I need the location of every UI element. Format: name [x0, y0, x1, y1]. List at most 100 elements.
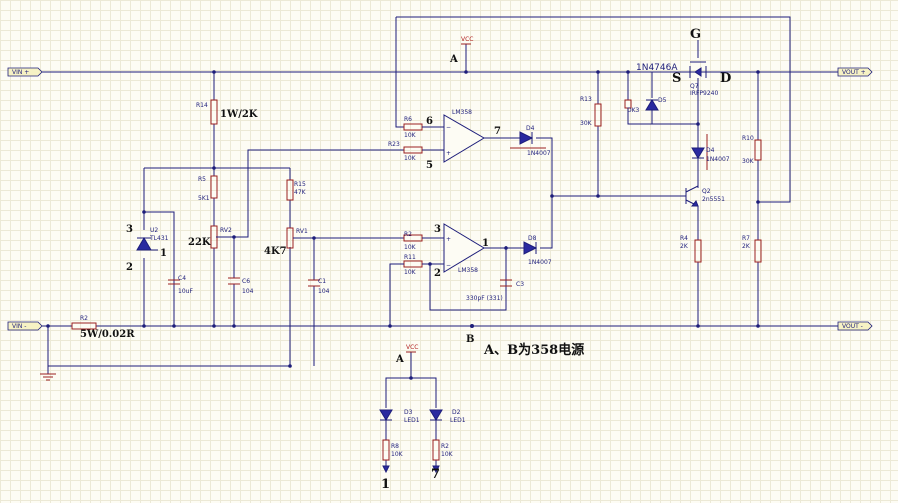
port-vout-minus-label: VOUT -	[842, 323, 863, 330]
svg-text:4K7: 4K7	[264, 246, 287, 257]
svg-text:104: 104	[318, 288, 330, 295]
svg-text:DK3: DK3	[627, 107, 640, 114]
opamp-upper-lm358: − + LM358 6 5 7	[426, 109, 501, 171]
svg-text:R14: R14	[196, 102, 208, 109]
resistor-r5: R5 5K1	[198, 175, 218, 202]
svg-text:TL431: TL431	[149, 235, 169, 242]
svg-text:1N4007: 1N4007	[706, 156, 730, 163]
diode-d4-upper: D4 1N4007	[510, 125, 551, 157]
svg-text:3: 3	[434, 224, 441, 235]
svg-text:2: 2	[434, 268, 441, 279]
svg-text:104: 104	[242, 288, 254, 295]
diode-d8: D8 1N4007	[523, 235, 552, 266]
port-vin-minus: VIN -	[7, 321, 43, 331]
resistor-r15: R15 47K	[286, 179, 307, 201]
node-a-label: A	[449, 54, 458, 65]
regulator-u2-tl431: U2 TL431 3 2 1	[126, 224, 169, 273]
svg-text:Q7: Q7	[690, 83, 699, 90]
port-vout-plus: VOUT +	[837, 67, 873, 77]
svg-text:LM358: LM358	[458, 267, 478, 274]
svg-text:2n5551: 2n5551	[702, 196, 725, 203]
svg-text:R2: R2	[404, 231, 412, 238]
pin-d-label: D	[720, 71, 731, 86]
node-b-label: B	[466, 334, 474, 345]
svg-text:1N4007: 1N4007	[527, 150, 551, 157]
opamp-lower-lm358: + − LM358 3 2 1	[434, 223, 489, 279]
svg-text:C1: C1	[318, 278, 326, 285]
port-vout-plus-label: VOUT +	[842, 69, 866, 76]
svg-text:R2: R2	[441, 443, 449, 450]
svg-text:5K1: 5K1	[198, 195, 210, 202]
resistor-r14: R14 1W/2K	[196, 99, 258, 125]
mosfet-q7: G S D Q7 IRFP9240	[672, 27, 731, 97]
svg-text:LM358: LM358	[452, 109, 472, 116]
svg-text:D5: D5	[658, 97, 667, 104]
svg-text:2: 2	[126, 262, 133, 273]
svg-text:RV2: RV2	[220, 227, 232, 234]
svg-text:C3: C3	[516, 281, 524, 288]
svg-text:D4: D4	[526, 125, 535, 132]
transistor-q2: Q2 2n5551	[685, 185, 725, 207]
svg-text:30K: 30K	[580, 120, 593, 127]
port-vin-minus-label: VIN -	[12, 323, 26, 330]
svg-text:C4: C4	[178, 275, 186, 282]
svg-text:R8: R8	[391, 443, 399, 450]
svg-text:1N4007: 1N4007	[528, 259, 552, 266]
node-b: B	[466, 324, 474, 345]
svg-text:47K: 47K	[294, 189, 307, 196]
svg-text:10K: 10K	[441, 451, 454, 458]
resistor-r2-led: R2 10K	[432, 439, 454, 461]
resistor-r10: R10 30K	[742, 135, 762, 165]
svg-text:R11: R11	[404, 254, 416, 261]
svg-text:5W/0.02R: 5W/0.02R	[80, 329, 135, 340]
resistor-r13: R13 30K	[580, 96, 602, 127]
svg-text:+: +	[446, 150, 451, 157]
svg-text:3: 3	[126, 224, 133, 235]
svg-text:5: 5	[426, 160, 433, 171]
svg-text:7: 7	[494, 126, 501, 137]
capacitor-c6: C6 104	[228, 277, 254, 295]
svg-text:C6: C6	[242, 278, 250, 285]
resistor-r2-shunt: R2 5W/0.02R	[71, 315, 135, 340]
svg-text:D4: D4	[706, 147, 715, 154]
pin-s-label: S	[672, 71, 681, 86]
svg-text:1: 1	[482, 238, 489, 249]
zener-dk3: DK3	[624, 99, 640, 114]
svg-text:R5: R5	[198, 176, 206, 183]
resistor-r11: R11 10K	[403, 254, 423, 276]
capacitor-c1: C1 104	[308, 278, 330, 295]
svg-text:LED1: LED1	[450, 417, 466, 424]
svg-text:Q2: Q2	[702, 188, 711, 195]
svg-text:7: 7	[431, 467, 440, 482]
svg-text:U2: U2	[150, 227, 158, 234]
svg-text:10K: 10K	[404, 132, 417, 139]
vcc-label: VCC	[461, 36, 473, 43]
diode-d4-lower: D4 1N4007	[691, 134, 730, 170]
svg-text:R13: R13	[580, 96, 592, 103]
tl431-wire	[143, 167, 214, 326]
svg-text:−: −	[446, 262, 451, 269]
svg-text:2K: 2K	[680, 243, 689, 250]
svg-text:10K: 10K	[404, 269, 417, 276]
svg-text:10uF: 10uF	[178, 288, 193, 295]
svg-text:10K: 10K	[404, 244, 417, 251]
svg-text:R23: R23	[388, 141, 400, 148]
svg-text:RV1: RV1	[296, 228, 308, 235]
port-vout-minus: VOUT -	[837, 321, 873, 331]
resistor-r6: R6 10K	[403, 116, 423, 139]
svg-text:1W/2K: 1W/2K	[220, 109, 258, 120]
svg-text:R2: R2	[80, 315, 88, 322]
zener-label: 1N4746A	[636, 63, 678, 73]
resistor-r8: R8 10K	[382, 439, 404, 461]
svg-text:R6: R6	[404, 116, 412, 123]
svg-text:+: +	[446, 236, 451, 243]
top-feedback-wire	[395, 16, 791, 203]
resistor-r7: R7 2K	[742, 235, 762, 263]
led-indicator-circuit: VCC A D3 LED1 D2 LED1 R8 10K R2 10K 1	[379, 344, 466, 492]
svg-text:1: 1	[160, 248, 167, 259]
r15-wire	[214, 167, 291, 228]
svg-text:22K: 22K	[188, 237, 211, 248]
svg-text:VCC: VCC	[406, 344, 418, 351]
svg-text:−: −	[446, 124, 451, 131]
